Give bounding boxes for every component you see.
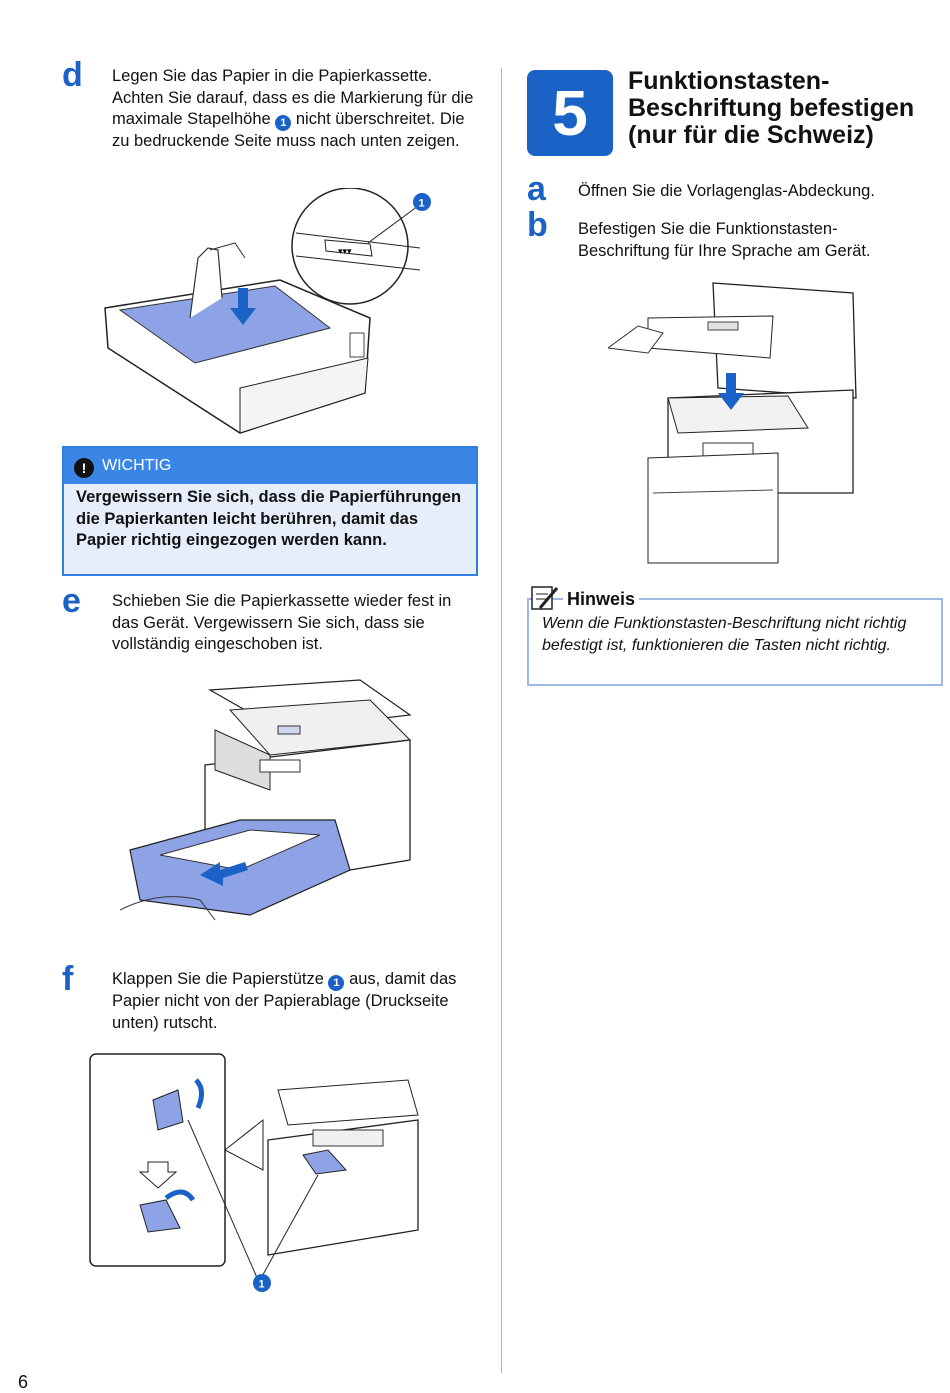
page-number: 6 [18, 1372, 29, 1392]
note-title: Hinweis [563, 589, 640, 610]
step-letter-b: b [527, 206, 548, 244]
svg-text:1: 1 [259, 1279, 265, 1291]
step-b-text: Befestigen Sie die Funktionstasten-Besch… [578, 220, 871, 260]
step-letter-a: a [527, 170, 546, 208]
step-e-text: Schieben Sie die Papierkassette wieder f… [112, 592, 452, 653]
step-title: Funktionstasten-Beschriftung befestigen … [628, 67, 915, 149]
note-text: Wenn die Funktionstasten-Beschriftung ni… [542, 615, 907, 654]
step-letter-f: f [62, 960, 74, 998]
step-number-badge: 5 [527, 70, 613, 156]
paper-support-illustration: 1 [89, 1053, 419, 1292]
note-pencil-icon [531, 586, 559, 610]
exclamation-icon: ! [74, 458, 94, 478]
paper-tray-illustration: ▾▾▾ 1 [104, 188, 431, 434]
important-text: Vergewissern Sie sich, dass die Papierfü… [76, 488, 462, 549]
note-box-top [527, 598, 943, 600]
callout-1-badge-f: 1 [328, 975, 345, 991]
label-attach-illustration [608, 282, 857, 564]
step-a-text: Öffnen Sie die Vorlagenglas-Abdeckung. [578, 182, 875, 200]
step-letter-e: e [62, 582, 81, 620]
callout-1-badge: 1 [275, 115, 292, 131]
step-letter-d: d [62, 56, 83, 94]
step-f-text: Klappen Sie die Papierstütze 1 aus, dami… [112, 970, 457, 1032]
column-divider [501, 68, 502, 1373]
important-header: !WICHTIG [64, 448, 476, 484]
note-box [527, 598, 943, 686]
svg-text:1: 1 [419, 198, 425, 210]
step-d-text: Legen Sie das Papier in die Papierkasset… [112, 67, 474, 150]
important-notice: !WICHTIG Vergewissern Sie sich, dass die… [62, 446, 478, 576]
svg-text:▾▾▾: ▾▾▾ [338, 246, 352, 256]
printer-tray-illustration [120, 679, 412, 921]
